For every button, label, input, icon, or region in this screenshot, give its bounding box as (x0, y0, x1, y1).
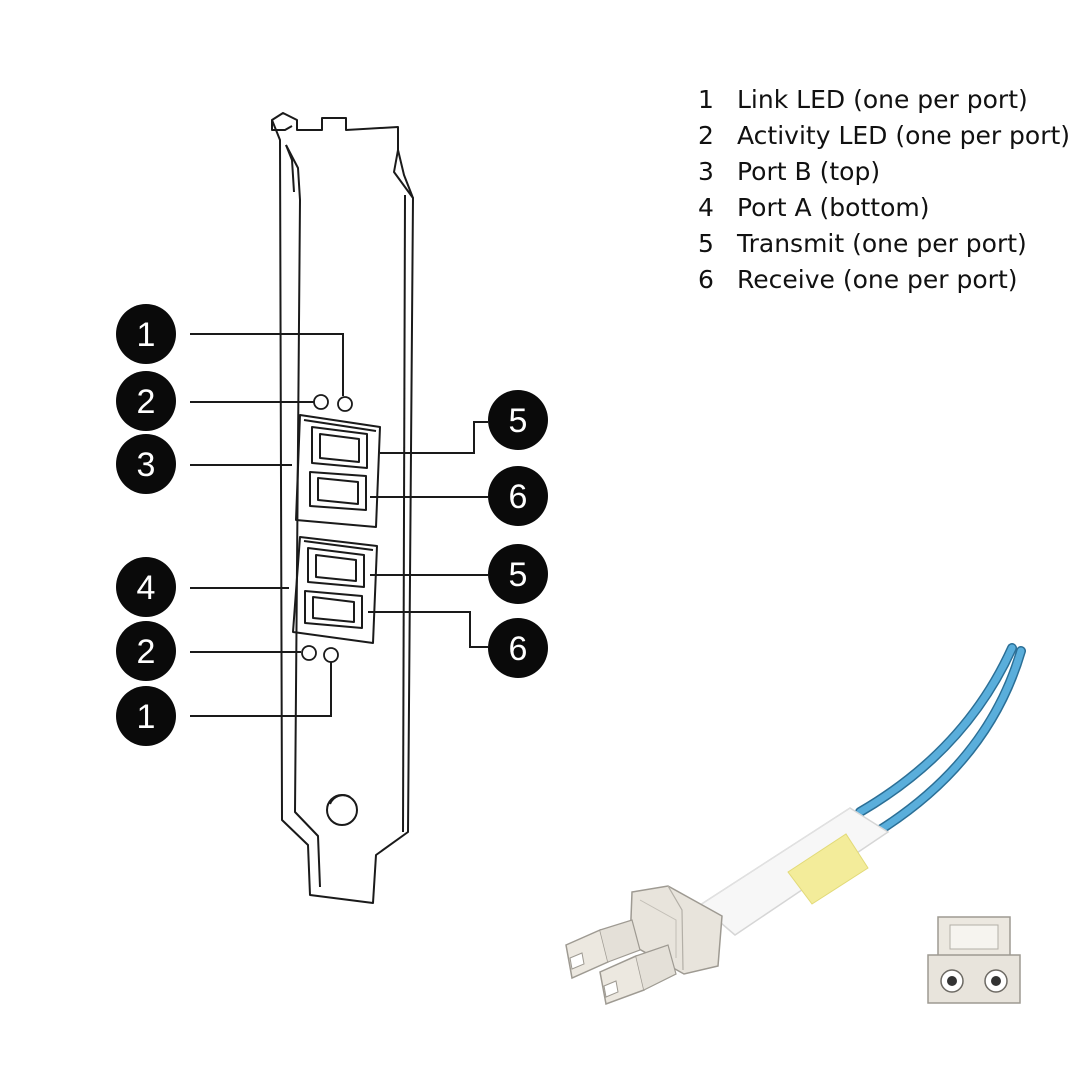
callout-markers: 1 2 3 4 2 1 5 6 (116, 304, 548, 746)
legend-item: 3 Port B (top) (698, 154, 1070, 190)
callout-5-top: 5 (488, 390, 548, 450)
svg-text:1: 1 (137, 316, 156, 354)
yellow-boot-band (787, 833, 869, 905)
svg-text:2: 2 (137, 633, 156, 671)
svg-text:1: 1 (137, 698, 156, 736)
link-led-bottom (323, 647, 339, 663)
legend-number: 5 (698, 229, 714, 258)
port-a (292, 536, 378, 644)
svg-text:3: 3 (137, 446, 156, 484)
led-group-top (313, 394, 353, 412)
callout-1-bottom: 1 (116, 686, 176, 746)
svg-text:6: 6 (509, 630, 528, 668)
callout-legend: 1 Link LED (one per port) 2 Activity LED (… (698, 82, 1070, 298)
callout-1-top: 1 (116, 304, 176, 364)
callout-3: 3 (116, 434, 176, 494)
port-a-receive-jack (304, 590, 363, 629)
mount-hole (326, 794, 358, 826)
port-b (295, 414, 381, 528)
svg-text:5: 5 (509, 556, 528, 594)
leader-lines (190, 333, 488, 717)
port-a-transmit-jack (307, 547, 365, 588)
legend-label: Port A (bottom) (737, 193, 930, 222)
legend-item: 4 Port A (bottom) (698, 190, 1070, 226)
callout-6-top: 6 (488, 466, 548, 526)
svg-text:4: 4 (137, 569, 156, 607)
legend-item: 6 Receive (one per port) (698, 262, 1070, 298)
legend-item: 1 Link LED (one per port) (698, 82, 1070, 118)
port-b-receive-jack (309, 471, 367, 511)
callout-4: 4 (116, 557, 176, 617)
callout-5-bottom: 5 (488, 544, 548, 604)
callout-2-top: 2 (116, 371, 176, 431)
legend-label: Transmit (one per port) (737, 229, 1027, 258)
legend-number: 3 (698, 157, 714, 186)
callout-2-bottom: 2 (116, 621, 176, 681)
legend-number: 1 (698, 85, 714, 114)
callout-6-bottom: 6 (488, 618, 548, 678)
legend-label: Activity LED (one per port) (737, 121, 1071, 150)
legend-label: Link LED (one per port) (737, 85, 1028, 114)
lc-fiber-cable (565, 643, 1026, 1006)
legend-number: 2 (698, 121, 714, 150)
svg-text:6: 6 (509, 478, 528, 516)
legend-label: Port B (top) (737, 157, 881, 186)
port-b-transmit-jack (311, 426, 368, 469)
link-led-top (337, 396, 353, 412)
lc-connector-end-view (927, 916, 1021, 1004)
led-group-bottom (301, 645, 339, 663)
legend-item: 2 Activity LED (one per port) (698, 118, 1070, 154)
svg-text:2: 2 (137, 383, 156, 421)
activity-led-top (313, 394, 329, 410)
legend-number: 4 (698, 193, 714, 222)
legend-number: 6 (698, 265, 714, 294)
legend-label: Receive (one per port) (737, 265, 1018, 294)
legend-item: 5 Transmit (one per port) (698, 226, 1070, 262)
activity-led-bottom (301, 645, 317, 661)
svg-text:5: 5 (509, 402, 528, 440)
